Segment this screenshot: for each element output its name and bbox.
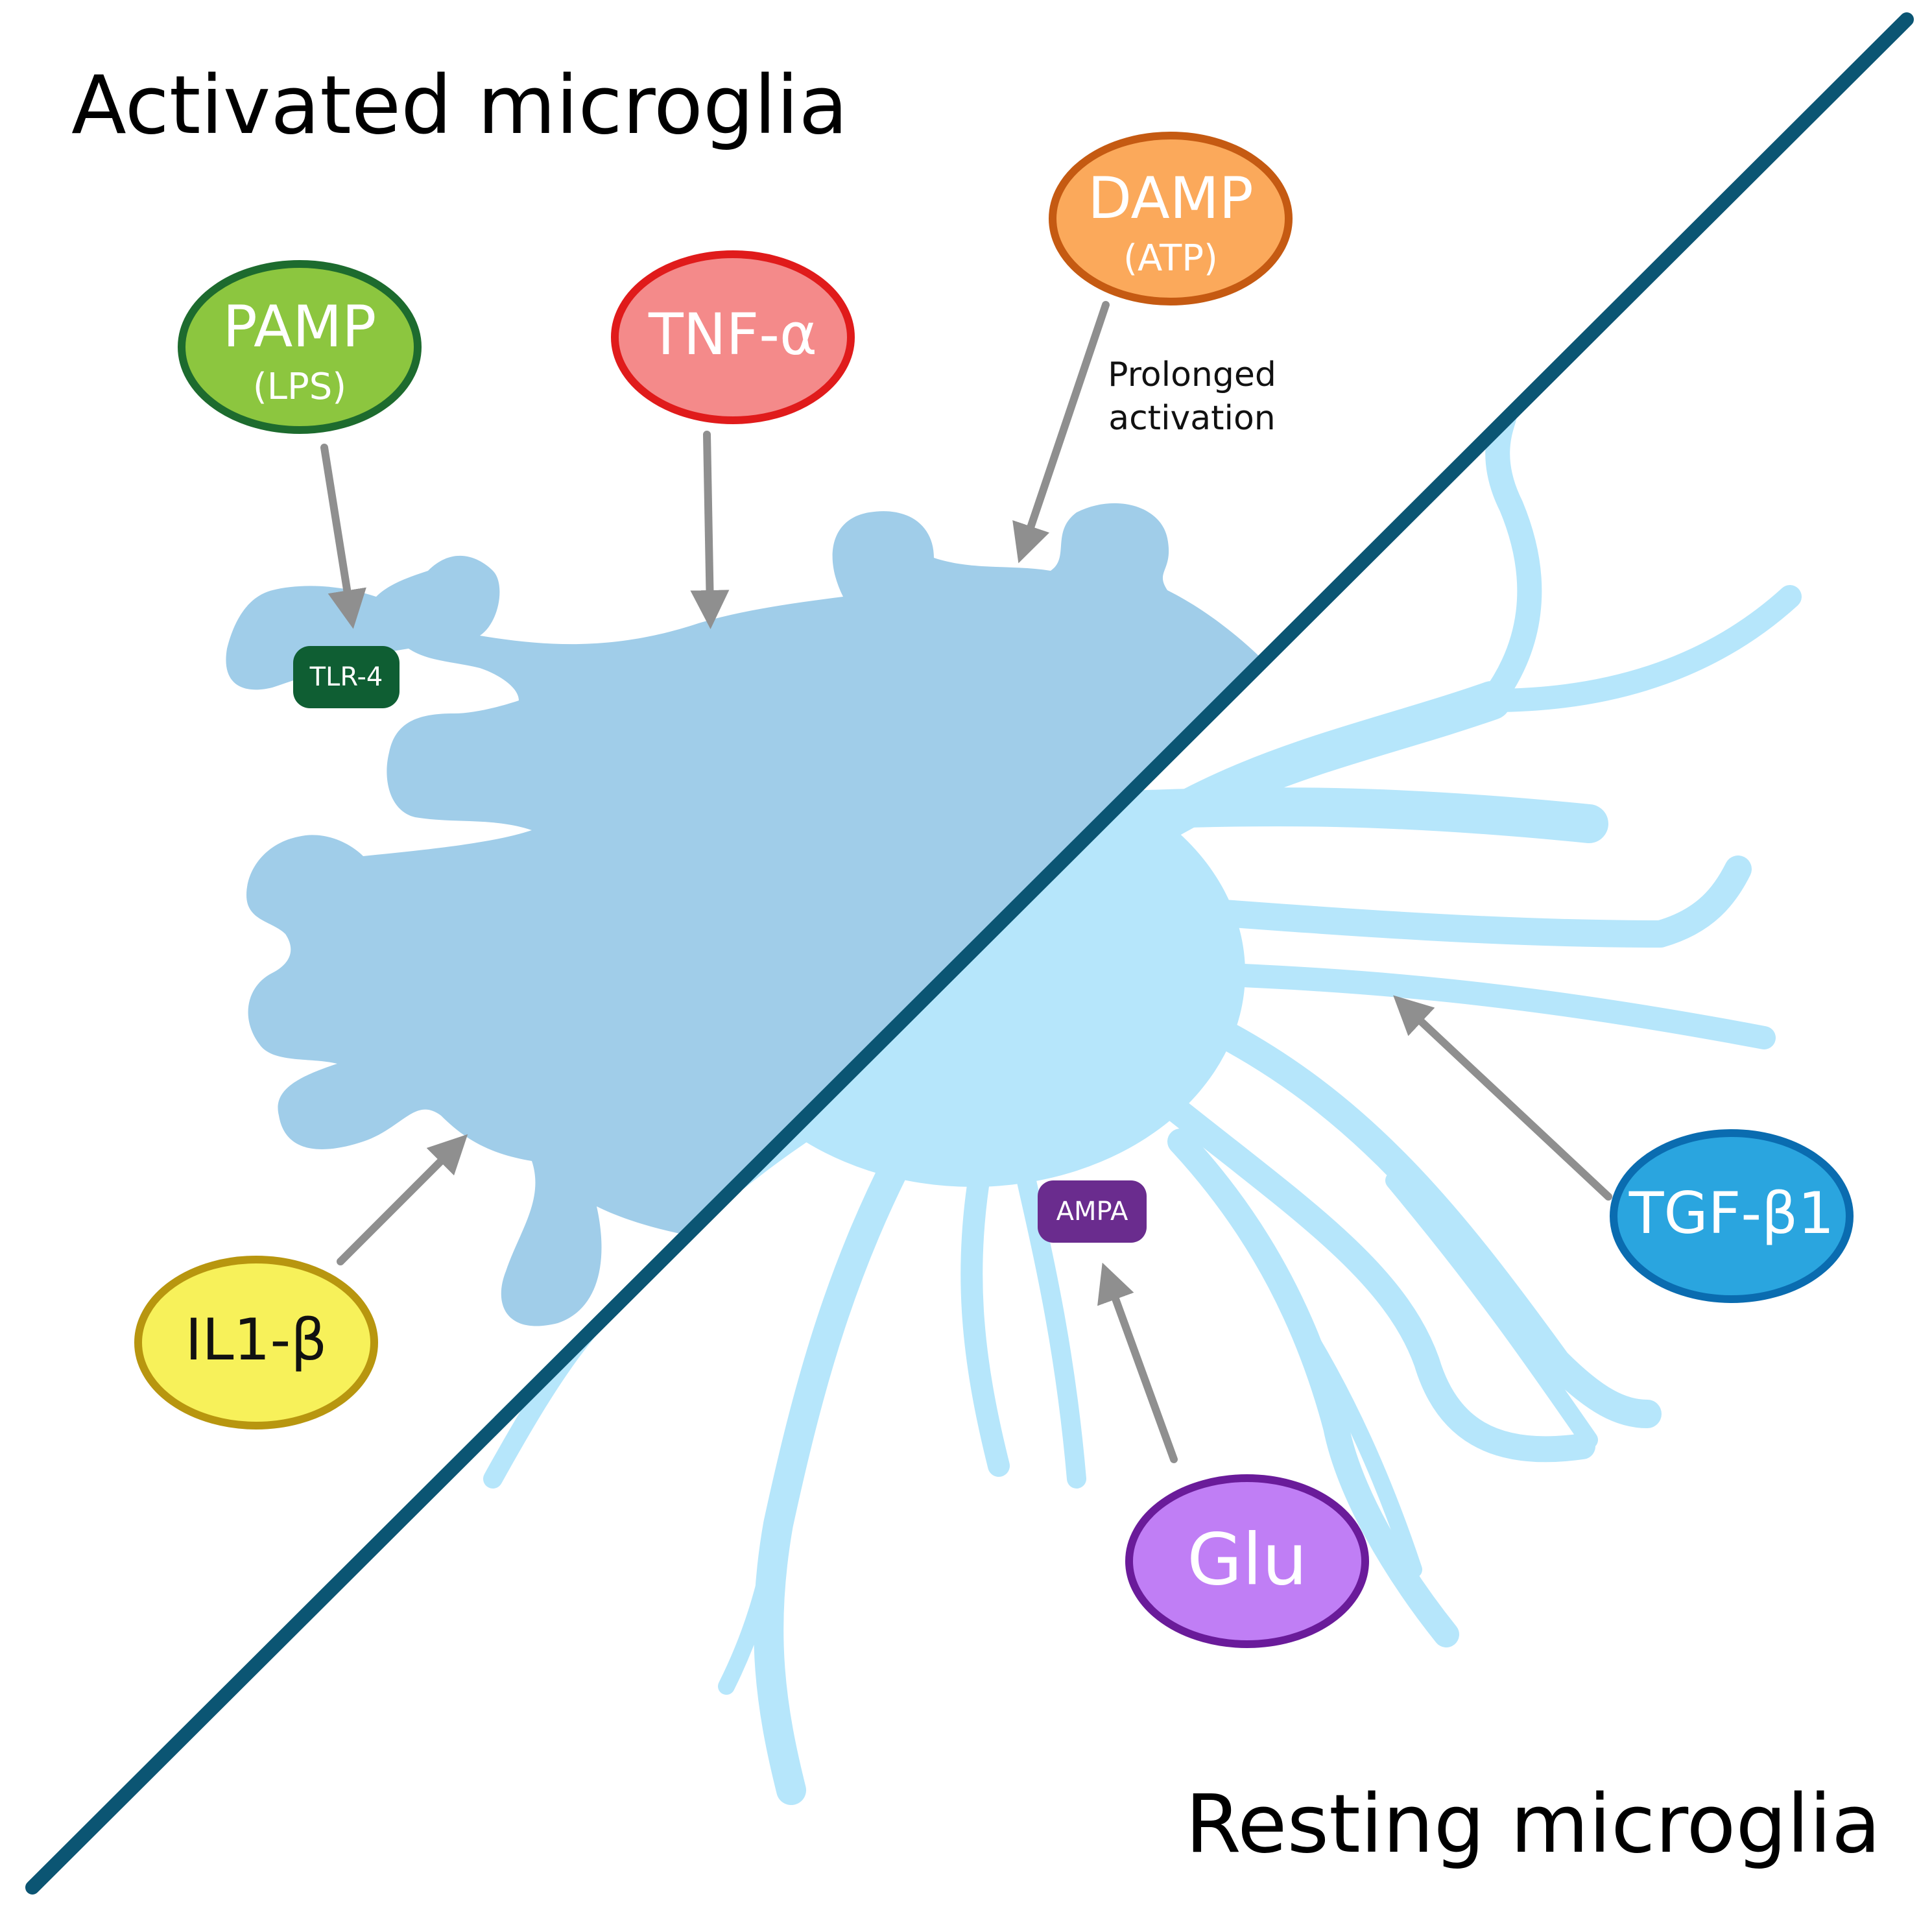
arrow-damp-to-cell [1012, 301, 1110, 564]
signal-glu-label: Glu [1187, 1518, 1307, 1601]
annotation-line-2: activation [1108, 399, 1276, 438]
signal-tgfb1-label: TGF-β1 [1628, 1180, 1834, 1247]
signal-pamp: PAMP (LPS) [178, 260, 422, 434]
heading-activated: Activated microglia [71, 59, 848, 152]
signal-damp-label: DAMP [1088, 165, 1253, 232]
signal-damp-sub: (ATP) [1123, 237, 1218, 280]
heading-resting: Resting microglia [1186, 1778, 1881, 1871]
annotation-line-1: Prolonged [1108, 355, 1276, 394]
signal-damp: DAMP (ATP) [1049, 132, 1293, 305]
signal-tnf: TNF-α [611, 250, 855, 424]
receptor-tlr4: TLR-4 [293, 646, 400, 708]
arrow-pamp-to-tlr4 [320, 444, 366, 629]
signal-il1b-label: IL1-β [185, 1306, 328, 1373]
divider-line [25, 12, 1914, 1895]
signal-pamp-label: PAMP [223, 293, 377, 360]
arrow-glu-to-ampa [1097, 1262, 1178, 1463]
signal-tgfb1: TGF-β1 [1610, 1129, 1854, 1303]
signal-tnf-label: TNF-α [648, 301, 817, 368]
signal-il1b: IL1-β [134, 1256, 378, 1430]
signal-pamp-sub: (LPS) [253, 366, 346, 408]
receptor-ampa-label: AMPA [1056, 1197, 1128, 1226]
arrow-tgfb1-to-cell [1393, 995, 1612, 1201]
signal-glu: Glu [1125, 1474, 1369, 1648]
receptor-ampa: AMPA [1038, 1180, 1147, 1243]
arrow-tnf-to-cell [690, 431, 730, 629]
arrow-il1b-to-cell [337, 1134, 468, 1265]
receptor-tlr4-label: TLR-4 [309, 662, 383, 692]
